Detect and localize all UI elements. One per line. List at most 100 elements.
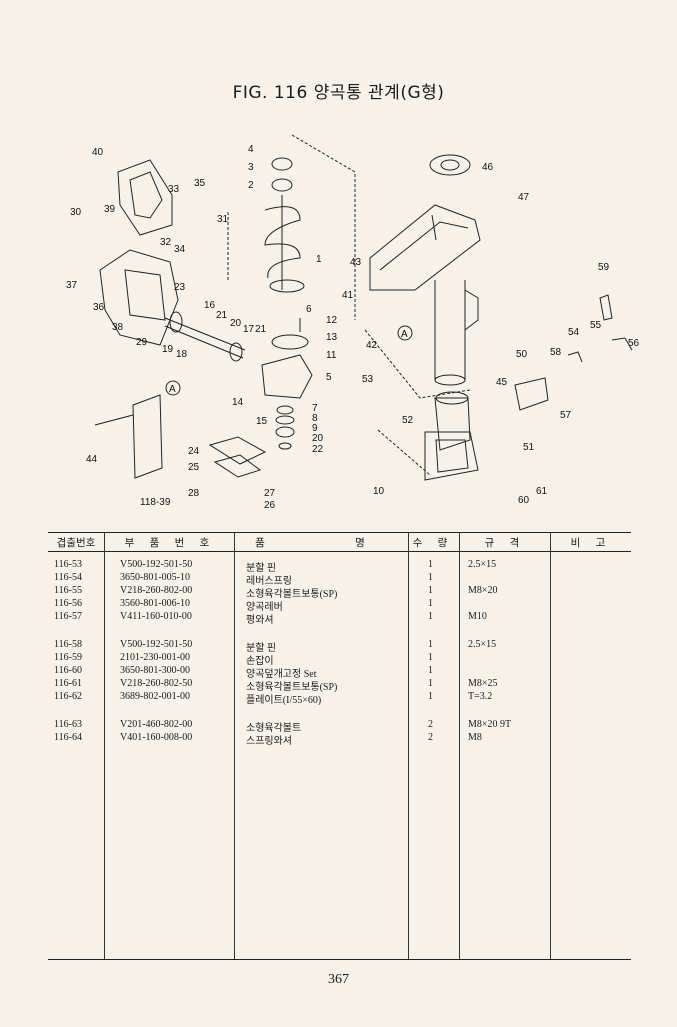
table-row: 116-58 V500-192-501-50 분할 핀 1 2.5×15	[48, 639, 631, 654]
header-note: 비 고	[570, 537, 612, 549]
cell-name: 분할 핀	[246, 563, 277, 574]
cell-part: 2101-230-001-00	[120, 652, 190, 663]
cell-qty: 1	[428, 652, 433, 663]
cell-spec: M10	[468, 611, 487, 622]
cell-no: 116-62	[54, 691, 82, 702]
parts-diagram: 40 4 3 2 35 33 39 30 32 34 31 1 43 46 47…	[66, 134, 640, 511]
cell-qty: 2	[428, 719, 433, 730]
callout-33: 33	[168, 184, 180, 195]
callout-5: 5	[326, 372, 332, 383]
callout-19: 19	[162, 344, 174, 355]
callout-58: 58	[550, 347, 562, 358]
reference-circle-a-right	[397, 325, 413, 341]
cell-part: V500-192-501-50	[120, 559, 193, 570]
cell-spec: M8×20	[468, 585, 498, 596]
callout-1: 1	[316, 254, 322, 265]
callout-34: 34	[174, 244, 186, 255]
header-part: 부 품 번 호	[124, 537, 216, 549]
callout-9: 9	[312, 423, 318, 434]
cell-name: 소형육각볼트보통(SP)	[246, 589, 338, 600]
cell-name: 양곡덮개고정 Set	[246, 669, 317, 680]
header-no: 겹출번호	[56, 537, 96, 549]
callout-11: 11	[326, 350, 337, 361]
header-name-a: 품	[255, 537, 271, 549]
callout-31: 31	[217, 214, 229, 225]
callout-38: 38	[112, 322, 124, 333]
callout-41: 41	[342, 290, 354, 301]
cell-part: 3560-801-006-10	[120, 598, 190, 609]
table-row: 116-60 3650-801-300-00 양곡덮개고정 Set 1	[48, 665, 631, 680]
callout-59: 59	[598, 262, 610, 273]
callout-40: 40	[92, 147, 104, 158]
cell-qty: 1	[428, 639, 433, 650]
page-number: 367	[328, 972, 349, 987]
callout-55: 55	[590, 320, 602, 331]
callout-25: 25	[188, 462, 200, 473]
cell-name: 플레이트(I/55×60)	[246, 695, 322, 706]
callout-53: 53	[362, 374, 374, 385]
callout-8: 8	[312, 413, 318, 424]
callout-14: 14	[232, 397, 244, 408]
reference-circle-a-left	[165, 380, 181, 396]
cell-name: 평와셔	[246, 615, 274, 626]
cell-name: 레버스프링	[246, 576, 292, 587]
cell-name: 스프링와셔	[246, 736, 292, 747]
cell-name: 분할 핀	[246, 643, 277, 654]
callout-43: 43	[350, 257, 362, 268]
cell-no: 116-61	[54, 678, 82, 689]
cell-name: 소형육각볼트	[246, 723, 302, 734]
cell-qty: 1	[428, 665, 433, 676]
callout-56: 56	[628, 338, 640, 349]
table-header: 겹출번호 부 품 번 호 품 명 수 량 규 격 비 고	[48, 532, 631, 552]
cell-spec: 2.5×15	[468, 639, 497, 650]
callout-16: 16	[204, 300, 216, 311]
figure-title: FIG. 116 양곡통 관계(G형)	[232, 83, 445, 103]
cell-part: 3650-801-300-00	[120, 665, 190, 676]
callout-27: 27	[264, 488, 276, 499]
callout-4: 4	[248, 144, 254, 155]
cell-name: 양곡레버	[246, 602, 283, 613]
header-name-b: 명	[355, 537, 371, 549]
callout-45: 45	[496, 377, 508, 388]
callout-15: 15	[256, 416, 268, 427]
callout-44: 44	[86, 454, 98, 465]
cell-part: V411-160-010-00	[120, 611, 192, 622]
cell-part: V401-160-008-00	[120, 732, 193, 743]
cell-no: 116-60	[54, 665, 82, 676]
cell-qty: 1	[428, 559, 433, 570]
callout-23: 23	[174, 282, 186, 293]
callout-35: 35	[194, 178, 206, 189]
cell-name: 소형육각볼트보통(SP)	[246, 682, 338, 693]
cell-part: 3689-802-001-00	[120, 691, 190, 702]
callout-32: 32	[160, 237, 172, 248]
cell-no: 116-58	[54, 639, 82, 650]
cell-part: V500-192-501-50	[120, 639, 193, 650]
callout-30: 30	[70, 207, 82, 218]
callout-46: 46	[482, 162, 494, 173]
header-qty: 수 량	[412, 537, 454, 549]
cell-no: 116-59	[54, 652, 82, 663]
header-spec: 규 격	[484, 537, 526, 549]
cell-no: 116-53	[54, 559, 82, 570]
callout-12: 12	[326, 315, 338, 326]
cell-no: 116-55	[54, 585, 82, 596]
callout-28: 28	[188, 488, 200, 499]
callout-36: 36	[93, 302, 105, 313]
callout-60: 60	[518, 495, 530, 506]
cell-no: 116-54	[54, 572, 82, 583]
callout-61: 61	[536, 486, 548, 497]
callout-21: 21	[216, 310, 228, 321]
callout-10: 10	[373, 486, 385, 497]
callout-51: 51	[523, 442, 535, 453]
cell-part: V218-260-802-00	[120, 585, 193, 596]
callout-20b: 20	[312, 433, 324, 444]
callout-29: 29	[136, 337, 148, 348]
